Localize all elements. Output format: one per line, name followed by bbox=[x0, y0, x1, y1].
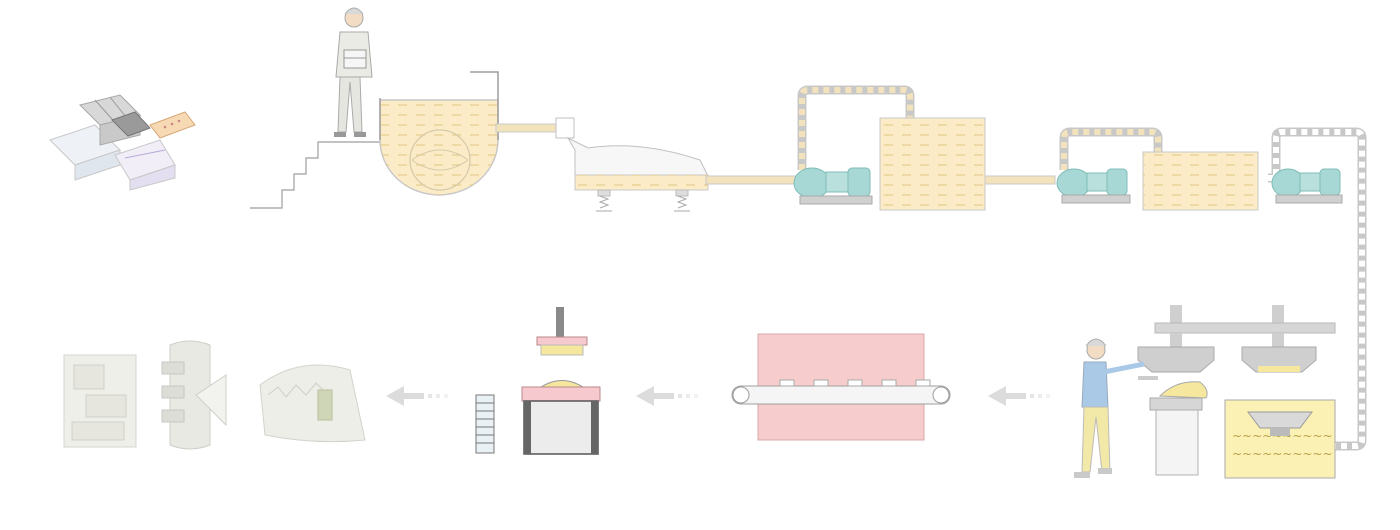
flow-arrow-icon bbox=[988, 386, 1050, 406]
vibrating-screen-icon bbox=[566, 136, 709, 212]
pulp-tank-icon bbox=[1142, 151, 1259, 211]
stairs bbox=[250, 141, 380, 209]
machine-operator-icon bbox=[1074, 338, 1158, 478]
molded-stack-icon bbox=[475, 394, 495, 454]
pulp-pump-icon bbox=[1056, 127, 1163, 204]
pulp-pump-icon bbox=[793, 85, 915, 205]
pipe bbox=[495, 117, 575, 139]
waste-paper-bales-icon bbox=[49, 94, 196, 191]
molding-machine-icon: ~~~~~~~~~~ ~~~~~~~~~~ bbox=[1137, 305, 1336, 479]
molded-pulp-products-icon bbox=[63, 340, 366, 450]
hot-press-icon bbox=[521, 307, 601, 455]
pulp-pump-icon bbox=[1268, 127, 1367, 451]
pipe bbox=[705, 175, 797, 185]
pulp-tank-icon bbox=[879, 117, 986, 211]
flow-arrow-icon bbox=[386, 386, 448, 406]
svg-text:~~~~~~~~~~: ~~~~~~~~~~ bbox=[1232, 447, 1333, 461]
flow-arrow-icon bbox=[636, 386, 698, 406]
hydrapulper-tank-icon bbox=[379, 71, 499, 196]
worker-carrying-paper-icon bbox=[334, 7, 373, 137]
pipe bbox=[984, 175, 1056, 185]
drying-oven-icon bbox=[731, 333, 951, 441]
